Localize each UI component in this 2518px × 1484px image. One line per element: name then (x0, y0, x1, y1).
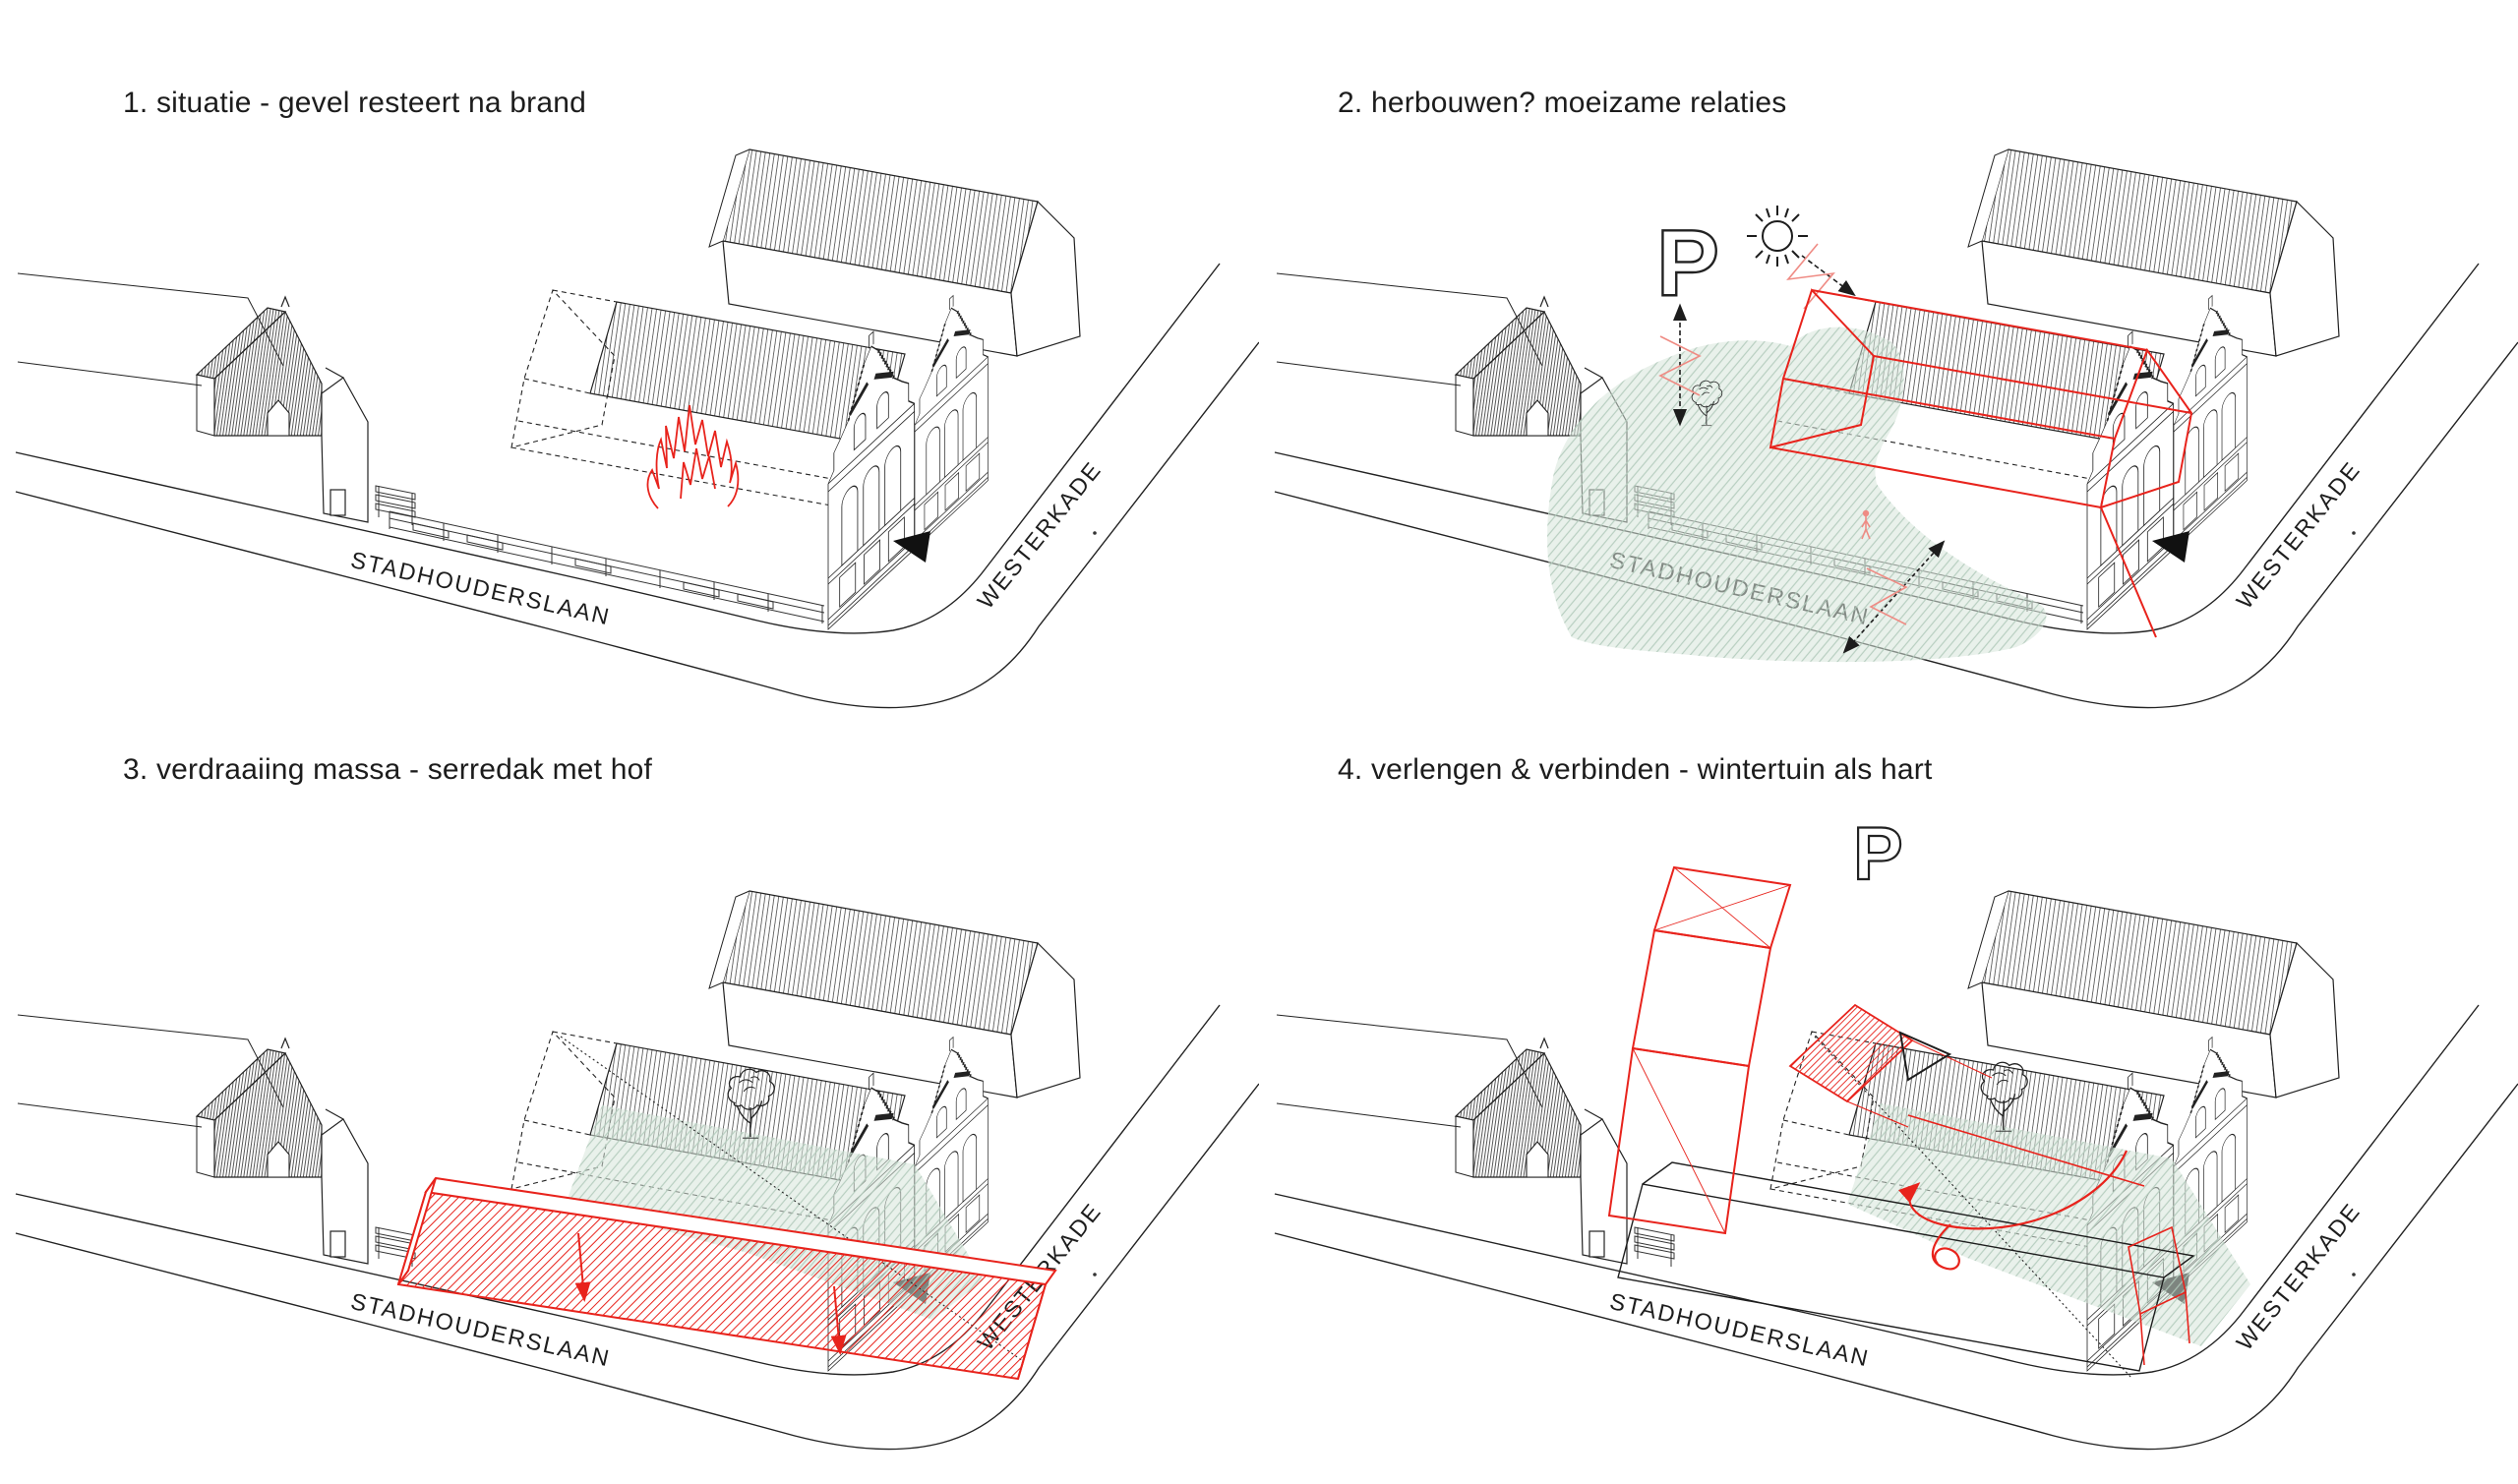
panel-3-drawing (0, 742, 1259, 1483)
panel-2-drawing: P (1259, 0, 2518, 742)
panel-1-drawing (0, 0, 1259, 742)
conflict-zigzag (1866, 567, 1908, 625)
winter-garden-connector (1788, 1003, 1993, 1128)
roof-slope-arrows (574, 1232, 847, 1355)
setback-dotted-line (1814, 1036, 2133, 1380)
rotated-mass (396, 1176, 1057, 1381)
parking-symbol: P (1853, 812, 1903, 896)
view-triangle (1898, 1031, 1952, 1082)
setback-dotted-line (560, 1036, 1024, 1362)
new-volume-outline (1769, 288, 2193, 638)
facade-connection-outline (1907, 1114, 2190, 1366)
access-arrow (1842, 540, 1946, 654)
parking-arrow (1658, 303, 1702, 427)
panel-4-drawing: P (1259, 811, 2518, 1483)
panel-title-4: 4. verlengen & verbinden - wintertuin al… (1338, 753, 1933, 786)
street-volume-outline (1617, 1161, 2195, 1372)
courtyard-green (1847, 1103, 2250, 1346)
panel-title-2: 2. herbouwen? moeizame relaties (1338, 87, 1787, 119)
extended-volume (1607, 865, 1792, 1235)
panel-title-1: 1. situatie - gevel resteert na brand (123, 87, 586, 119)
flame-icon (646, 404, 740, 509)
parking-symbol: P (1656, 210, 1719, 316)
spiral-arrow (1898, 1150, 2128, 1271)
conflict-zigzag (1658, 335, 1702, 396)
person-figure (1861, 509, 1871, 540)
panel-title-3: 3. verdraaiing massa - serredak met hof (123, 753, 653, 786)
